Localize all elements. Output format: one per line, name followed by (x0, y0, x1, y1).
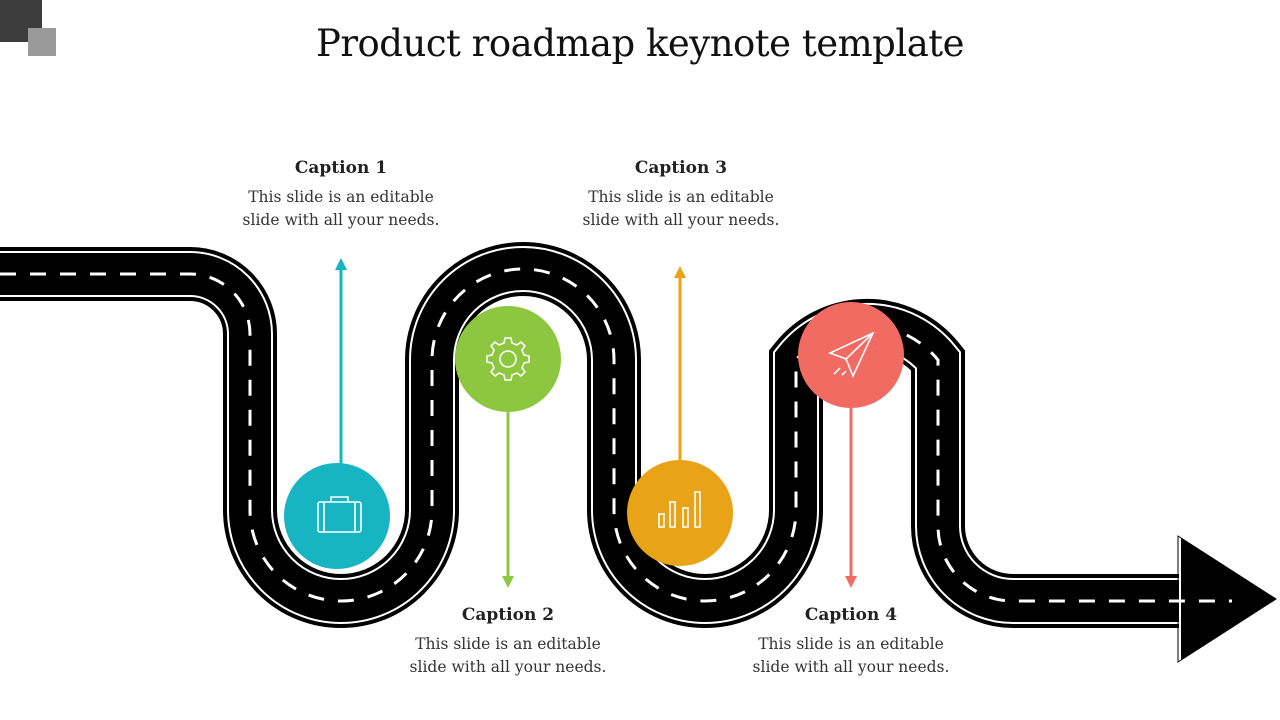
caption-block-1: Caption 1 This slide is an editable slid… (221, 158, 461, 232)
connector-4 (845, 404, 857, 588)
caption-text-line: slide with all your needs. (242, 211, 440, 229)
caption-title: Caption 4 (804, 605, 898, 625)
caption-text-line: slide with all your needs. (752, 658, 950, 676)
connector-1 (335, 258, 347, 468)
milestone-circle-3 (627, 460, 733, 566)
caption-title: Caption 2 (461, 605, 555, 625)
connector-3 (674, 266, 686, 462)
milestone-circle-1 (284, 463, 390, 569)
paper-plane-icon (827, 331, 875, 378)
bar-chart-icon (658, 491, 701, 528)
caption-text: This slide is an editable slide with all… (388, 633, 628, 679)
caption-text-line: This slide is an editable (415, 635, 601, 653)
connector-2 (502, 410, 514, 588)
caption-text-line: This slide is an editable (248, 188, 434, 206)
caption-text-line: This slide is an editable (758, 635, 944, 653)
caption-text: This slide is an editable slide with all… (731, 633, 971, 679)
slide-title: Product roadmap keynote template (315, 22, 965, 65)
milestone-circle-2 (455, 306, 561, 412)
caption-text: This slide is an editable slide with all… (221, 186, 461, 232)
road-arrow-head-outline (1177, 535, 1277, 663)
caption-text-line: This slide is an editable (588, 188, 774, 206)
caption-text: This slide is an editable slide with all… (561, 186, 801, 232)
caption-block-2: Caption 2 This slide is an editable slid… (388, 605, 628, 679)
briefcase-icon (317, 496, 362, 533)
caption-title: Caption 1 (294, 158, 388, 178)
caption-text-line: slide with all your needs. (409, 658, 607, 676)
caption-text-line: slide with all your needs. (582, 211, 780, 229)
gear-icon (486, 337, 530, 381)
corner-decoration-light (28, 28, 56, 56)
caption-block-3: Caption 3 This slide is an editable slid… (561, 158, 801, 232)
caption-title: Caption 3 (634, 158, 728, 178)
road-arrow-head (1179, 534, 1280, 664)
caption-block-4: Caption 4 This slide is an editable slid… (731, 605, 971, 679)
